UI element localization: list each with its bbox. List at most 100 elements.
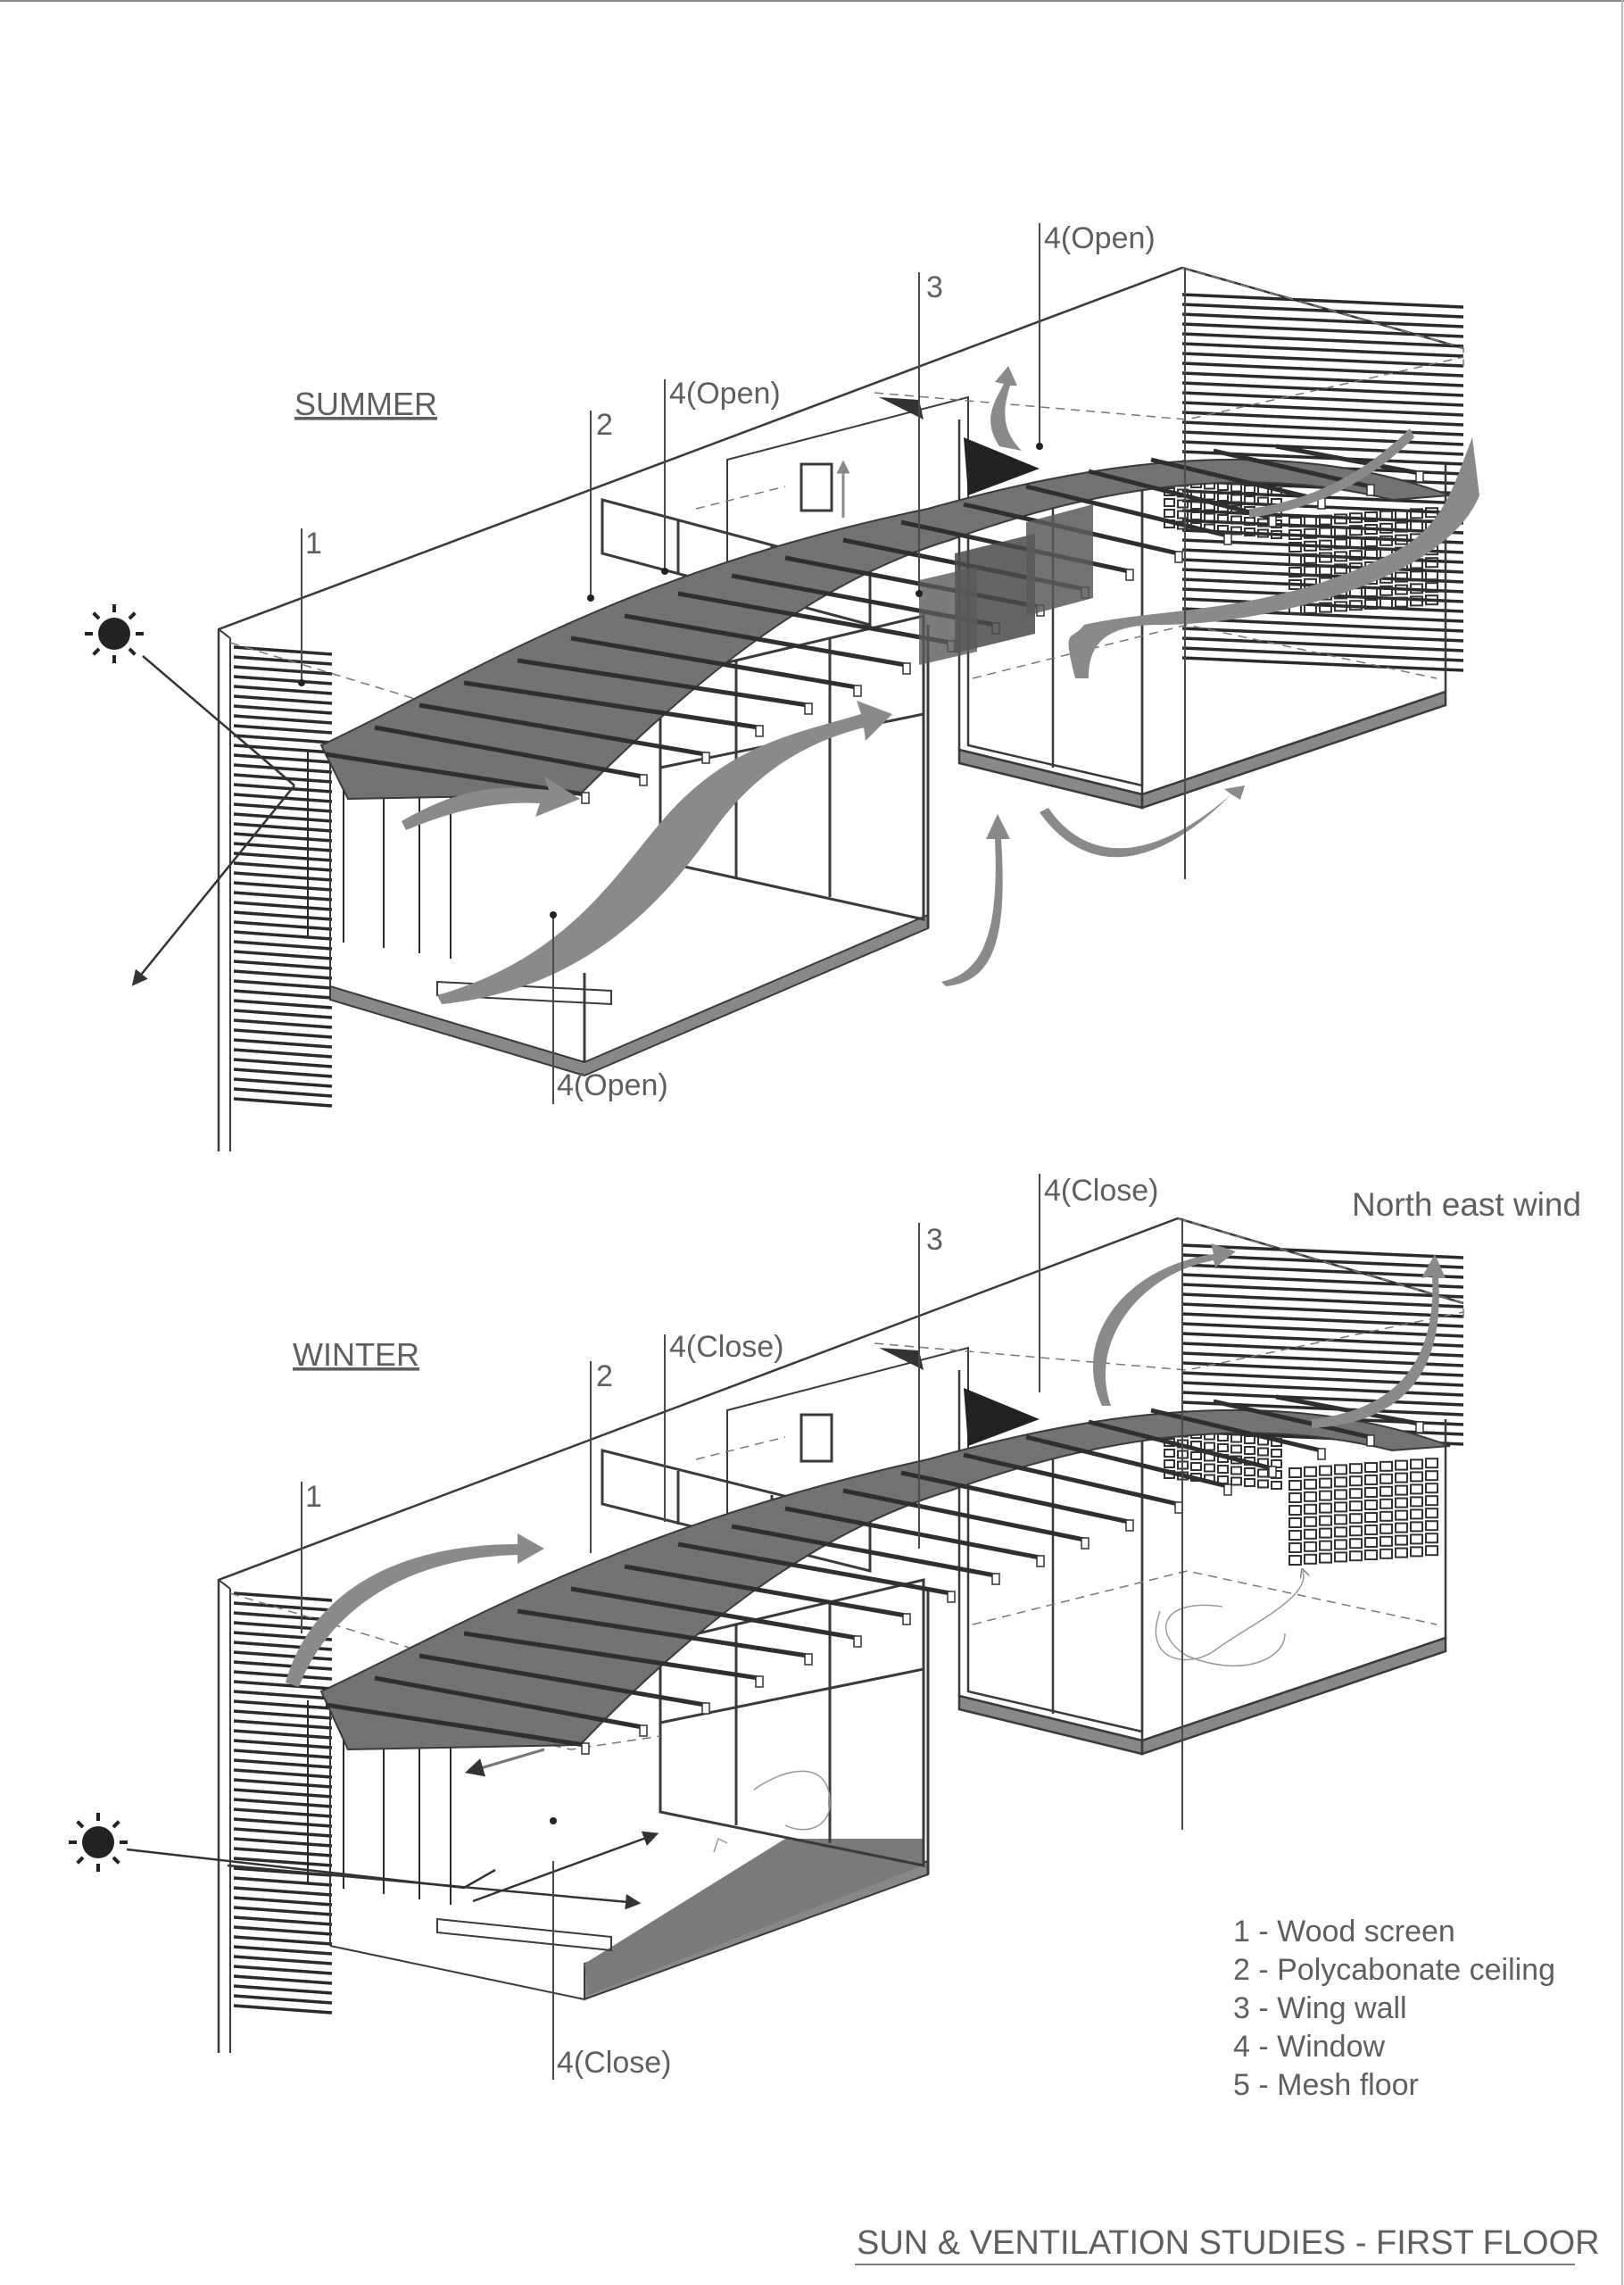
wood-slat (1181, 293, 1464, 309)
wood-slat (1181, 636, 1464, 652)
winter-callout-window-upper: 4(Close) (1044, 1174, 1158, 1208)
mesh-cell (1380, 1523, 1393, 1534)
mesh-cell (1230, 1433, 1242, 1443)
mesh-cell (1410, 508, 1423, 519)
mesh-cell (1271, 1481, 1282, 1490)
wood-slat (233, 871, 333, 882)
summer-leader-lines (301, 223, 1186, 1104)
mesh-cell (1364, 1512, 1378, 1523)
wood-slat (233, 1709, 333, 1720)
wood-slat (233, 1058, 333, 1068)
wood-slat (233, 1680, 333, 1691)
wood-slat (233, 685, 333, 695)
mesh-cell (1319, 1552, 1332, 1564)
mesh-cell (1410, 520, 1423, 532)
winter-deflected-wind-arrow (286, 1533, 544, 1687)
wood-slat (233, 1994, 333, 2005)
mesh-cell (1410, 1458, 1423, 1470)
mesh-cell (1395, 534, 1408, 545)
rib-bracket (1174, 551, 1183, 563)
mesh-cell (1395, 1534, 1408, 1546)
rib-bracket (1174, 1501, 1183, 1514)
mesh-cell (1244, 495, 1255, 504)
wood-slat (1181, 352, 1464, 368)
mesh-cell (1380, 1535, 1393, 1547)
mesh-cell (1380, 1460, 1393, 1472)
winter-mesh-panels (1164, 1427, 1438, 1566)
sun-ray (112, 1856, 120, 1865)
mesh-cell (1425, 557, 1438, 569)
mesh-cell (1425, 1520, 1438, 1532)
wood-slat (233, 832, 333, 843)
mesh-cell (1334, 526, 1347, 537)
ceiling-rib (624, 1564, 907, 1618)
wood-slat (233, 999, 333, 1010)
rib-bracket (581, 792, 590, 804)
winter-wind-arrows (286, 1243, 1446, 1687)
mesh-cell (1364, 1537, 1378, 1548)
mesh-cell (1425, 569, 1438, 581)
mesh-cell (1425, 1508, 1438, 1519)
mesh-cell (1395, 509, 1408, 520)
wood-slat (233, 694, 333, 705)
ceiling-rib (463, 680, 759, 730)
mesh-cell (1380, 1510, 1393, 1522)
mesh-cell (1395, 584, 1408, 595)
mesh-cell (1304, 1466, 1317, 1477)
mesh-cell (1364, 599, 1378, 610)
mesh-cell (1410, 583, 1423, 594)
wood-slat (1181, 303, 1464, 319)
wood-slat (233, 1876, 333, 1887)
ceiling-rib (570, 636, 858, 690)
wood-slat (1181, 1322, 1464, 1338)
wood-slat (233, 714, 333, 725)
mesh-cell (1334, 1464, 1347, 1475)
mesh-cell (1349, 1538, 1363, 1550)
sun-ray (128, 647, 137, 656)
mesh-cell (1364, 524, 1378, 535)
wood-slat (233, 1886, 333, 1897)
mesh-cell (1349, 512, 1363, 524)
mesh-cell (1334, 1489, 1347, 1500)
mesh-cell (1257, 1447, 1269, 1457)
mesh-cell (1395, 1509, 1408, 1521)
mesh-cell (1288, 554, 1302, 565)
wood-slat (233, 734, 333, 744)
wood-slat (233, 1758, 333, 1769)
wood-slat (233, 1009, 333, 1019)
sun-ray (92, 647, 101, 656)
mesh-cell (1190, 1462, 1202, 1471)
summer-cross-breeze-arrow (437, 701, 892, 1004)
wood-slat (233, 1670, 333, 1681)
mesh-cell (1288, 1480, 1302, 1491)
wood-slat (1181, 1243, 1464, 1259)
wood-slat (1181, 617, 1464, 633)
rib-bracket (902, 1613, 911, 1625)
ceiling-rib (418, 702, 706, 757)
mesh-cell (1244, 1478, 1255, 1487)
wood-slat (233, 920, 333, 931)
wood-slat (233, 1915, 333, 1926)
wood-slat (233, 1719, 333, 1730)
rib-bracket (1415, 470, 1424, 483)
rib-bracket (1125, 569, 1134, 581)
mesh-cell (1288, 1542, 1302, 1553)
summer-sun-ray (142, 655, 295, 786)
mesh-cell (1395, 1459, 1408, 1471)
mesh-cell (1395, 1497, 1408, 1508)
rib-bracket (1036, 1555, 1045, 1567)
wood-slat (1181, 1332, 1464, 1348)
wood-slat (233, 1847, 333, 1857)
wood-slat (233, 950, 333, 960)
wood-slat (233, 1974, 333, 1985)
wood-slat (233, 1788, 333, 1799)
mesh-cell (1288, 517, 1302, 528)
mesh-cell (1380, 1498, 1393, 1509)
summer-small-window (800, 462, 833, 512)
summer-wall-outline (217, 266, 1464, 1151)
wood-slat (1181, 1381, 1464, 1397)
legend-item-1: 1 - Wood screen (1233, 1915, 1455, 1948)
winter-sun-icon (69, 1813, 128, 1872)
wood-slat (1181, 1263, 1464, 1279)
rib-bracket (701, 1702, 710, 1715)
